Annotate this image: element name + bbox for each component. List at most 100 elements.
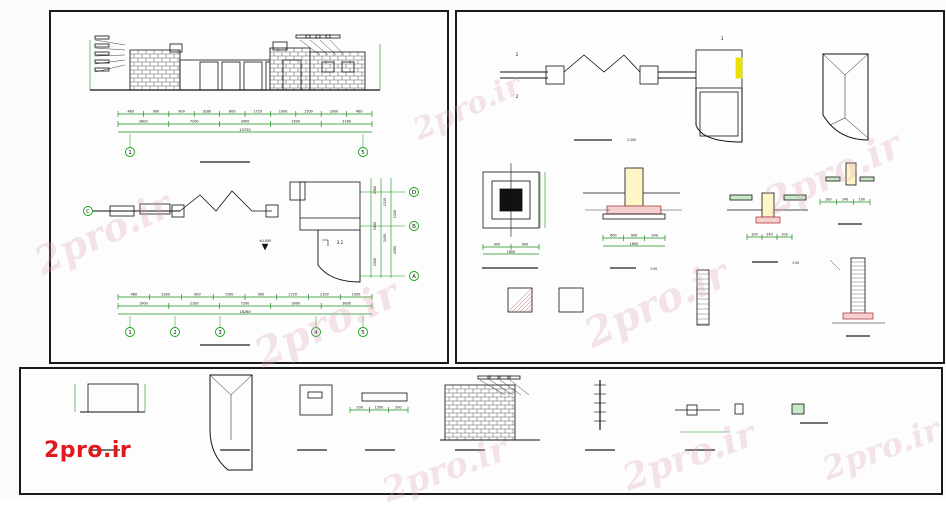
plan-axis-right bbox=[409, 187, 419, 197]
swatch-hatch bbox=[511, 291, 533, 313]
roof-ridge bbox=[230, 374, 253, 396]
fence-panel bbox=[221, 61, 241, 91]
callout-tag bbox=[94, 35, 110, 40]
elevation-dim-sub-label: 2800 bbox=[139, 120, 148, 124]
elevation-dim-label: 480 bbox=[127, 110, 133, 114]
drawing-scale: 1:50 bbox=[792, 261, 799, 265]
guardhouse-plan bbox=[695, 49, 743, 89]
footing-total: 1800 bbox=[507, 250, 516, 254]
wall-footing bbox=[842, 312, 874, 320]
leader-line bbox=[319, 39, 337, 56]
leader-line bbox=[94, 47, 126, 51]
plan-right-dim: 2380 bbox=[373, 186, 377, 194]
callout-tag bbox=[477, 375, 491, 380]
elevation-dim-label: 900 bbox=[153, 110, 159, 114]
section-dim-label: 900 bbox=[631, 234, 637, 238]
elevation-dim-sub-label: 2180 bbox=[342, 120, 351, 124]
plan-dim-sub-label: 2100 bbox=[190, 302, 199, 306]
footing-dim-label: 900 bbox=[494, 243, 500, 247]
elevation-axis bbox=[358, 147, 368, 157]
step-section bbox=[859, 176, 875, 182]
pier-plan bbox=[639, 65, 659, 85]
gate-leaf bbox=[139, 203, 171, 215]
level-label: ±0.000 bbox=[259, 239, 272, 243]
plan-axis-bottom bbox=[358, 327, 368, 337]
pier-section bbox=[761, 192, 775, 218]
room-tag: 3.2 bbox=[337, 240, 344, 245]
elevation-dim-label: 1500 bbox=[304, 110, 313, 114]
wall-detail bbox=[850, 257, 866, 314]
footing-section bbox=[606, 205, 662, 215]
plan-axis-right-label: A bbox=[412, 274, 416, 280]
box-detail bbox=[299, 384, 333, 416]
step-dim-label: 240 bbox=[766, 233, 772, 237]
small-dim-label: 100 bbox=[858, 198, 864, 202]
section-dim-label: 600 bbox=[610, 234, 616, 238]
plan-dim-label: 480 bbox=[131, 293, 137, 297]
leader-line bbox=[94, 54, 126, 57]
inner-room bbox=[699, 91, 739, 137]
swatch-hatch bbox=[527, 307, 533, 313]
plan-dim-label: 1720 bbox=[288, 293, 297, 297]
swatch-hatch bbox=[515, 295, 533, 313]
plan-dim-label: 1000 bbox=[352, 293, 361, 297]
step-section bbox=[825, 176, 841, 182]
column-plan bbox=[171, 204, 185, 218]
callout-tag bbox=[295, 34, 311, 39]
plan-right-dim: 1240 bbox=[393, 210, 397, 218]
leader-line bbox=[489, 379, 514, 396]
window bbox=[341, 61, 355, 73]
leader-line bbox=[479, 379, 506, 396]
site-logo: 2pro.ir bbox=[44, 438, 132, 463]
plan-right-dim: 2500 bbox=[373, 258, 377, 266]
gate-swing-zigzag bbox=[179, 190, 272, 212]
plan-dim-sub-label: 3900 bbox=[291, 302, 300, 306]
leader-line bbox=[329, 39, 345, 56]
elevation-dim-sub-label: 3400 bbox=[241, 120, 250, 124]
callout-tag bbox=[507, 375, 521, 380]
plan-axis-bottom-label: 2 bbox=[173, 330, 177, 336]
callout-tag bbox=[305, 34, 321, 39]
callout-tag bbox=[94, 51, 110, 56]
plan-dim-sub-label: 7200 bbox=[241, 302, 250, 306]
footing-section bbox=[755, 216, 781, 224]
swatch-hatch bbox=[523, 303, 533, 313]
plan-dim-sub-label: 1900 bbox=[139, 302, 148, 306]
plan-axis-bottom bbox=[311, 327, 321, 337]
elevation-axis-label: 5 bbox=[361, 150, 365, 156]
leader-line bbox=[299, 39, 321, 56]
section-mark: 3 bbox=[721, 36, 724, 41]
rounded-wall bbox=[695, 88, 743, 143]
elevation-dim-label: 900 bbox=[178, 110, 184, 114]
fence-panel bbox=[243, 61, 263, 91]
elevation-dim-label: 1720 bbox=[253, 110, 262, 114]
fence-elevation bbox=[179, 59, 271, 91]
beam-dim-label: 1500 bbox=[375, 406, 384, 410]
plan-axis-right-label: B bbox=[412, 224, 416, 230]
gate-leaf bbox=[109, 205, 135, 217]
highlight-marker bbox=[735, 57, 743, 79]
elevation-dim-label: 2000 bbox=[330, 110, 339, 114]
plan-axis-bottom bbox=[125, 327, 135, 337]
step-dim-label: 100 bbox=[781, 233, 787, 237]
leader-line bbox=[509, 379, 530, 396]
leader-line bbox=[499, 379, 522, 396]
leader-line bbox=[829, 259, 841, 271]
leader-line bbox=[94, 39, 126, 46]
roof-ridge bbox=[844, 53, 869, 76]
beam-dim-label: 200 bbox=[356, 406, 362, 410]
small-elevation bbox=[87, 383, 139, 413]
window bbox=[321, 61, 335, 73]
pier-section bbox=[624, 167, 644, 207]
callout-tag bbox=[94, 67, 110, 72]
guardhouse-plan bbox=[299, 181, 361, 231]
drawing-scale: 1:50 bbox=[650, 267, 657, 271]
roof-outline bbox=[822, 53, 869, 141]
rail-connector bbox=[686, 404, 698, 416]
rail-end bbox=[734, 403, 744, 415]
callout-tag bbox=[94, 43, 110, 48]
elevation-dim-label: 480 bbox=[356, 110, 362, 114]
